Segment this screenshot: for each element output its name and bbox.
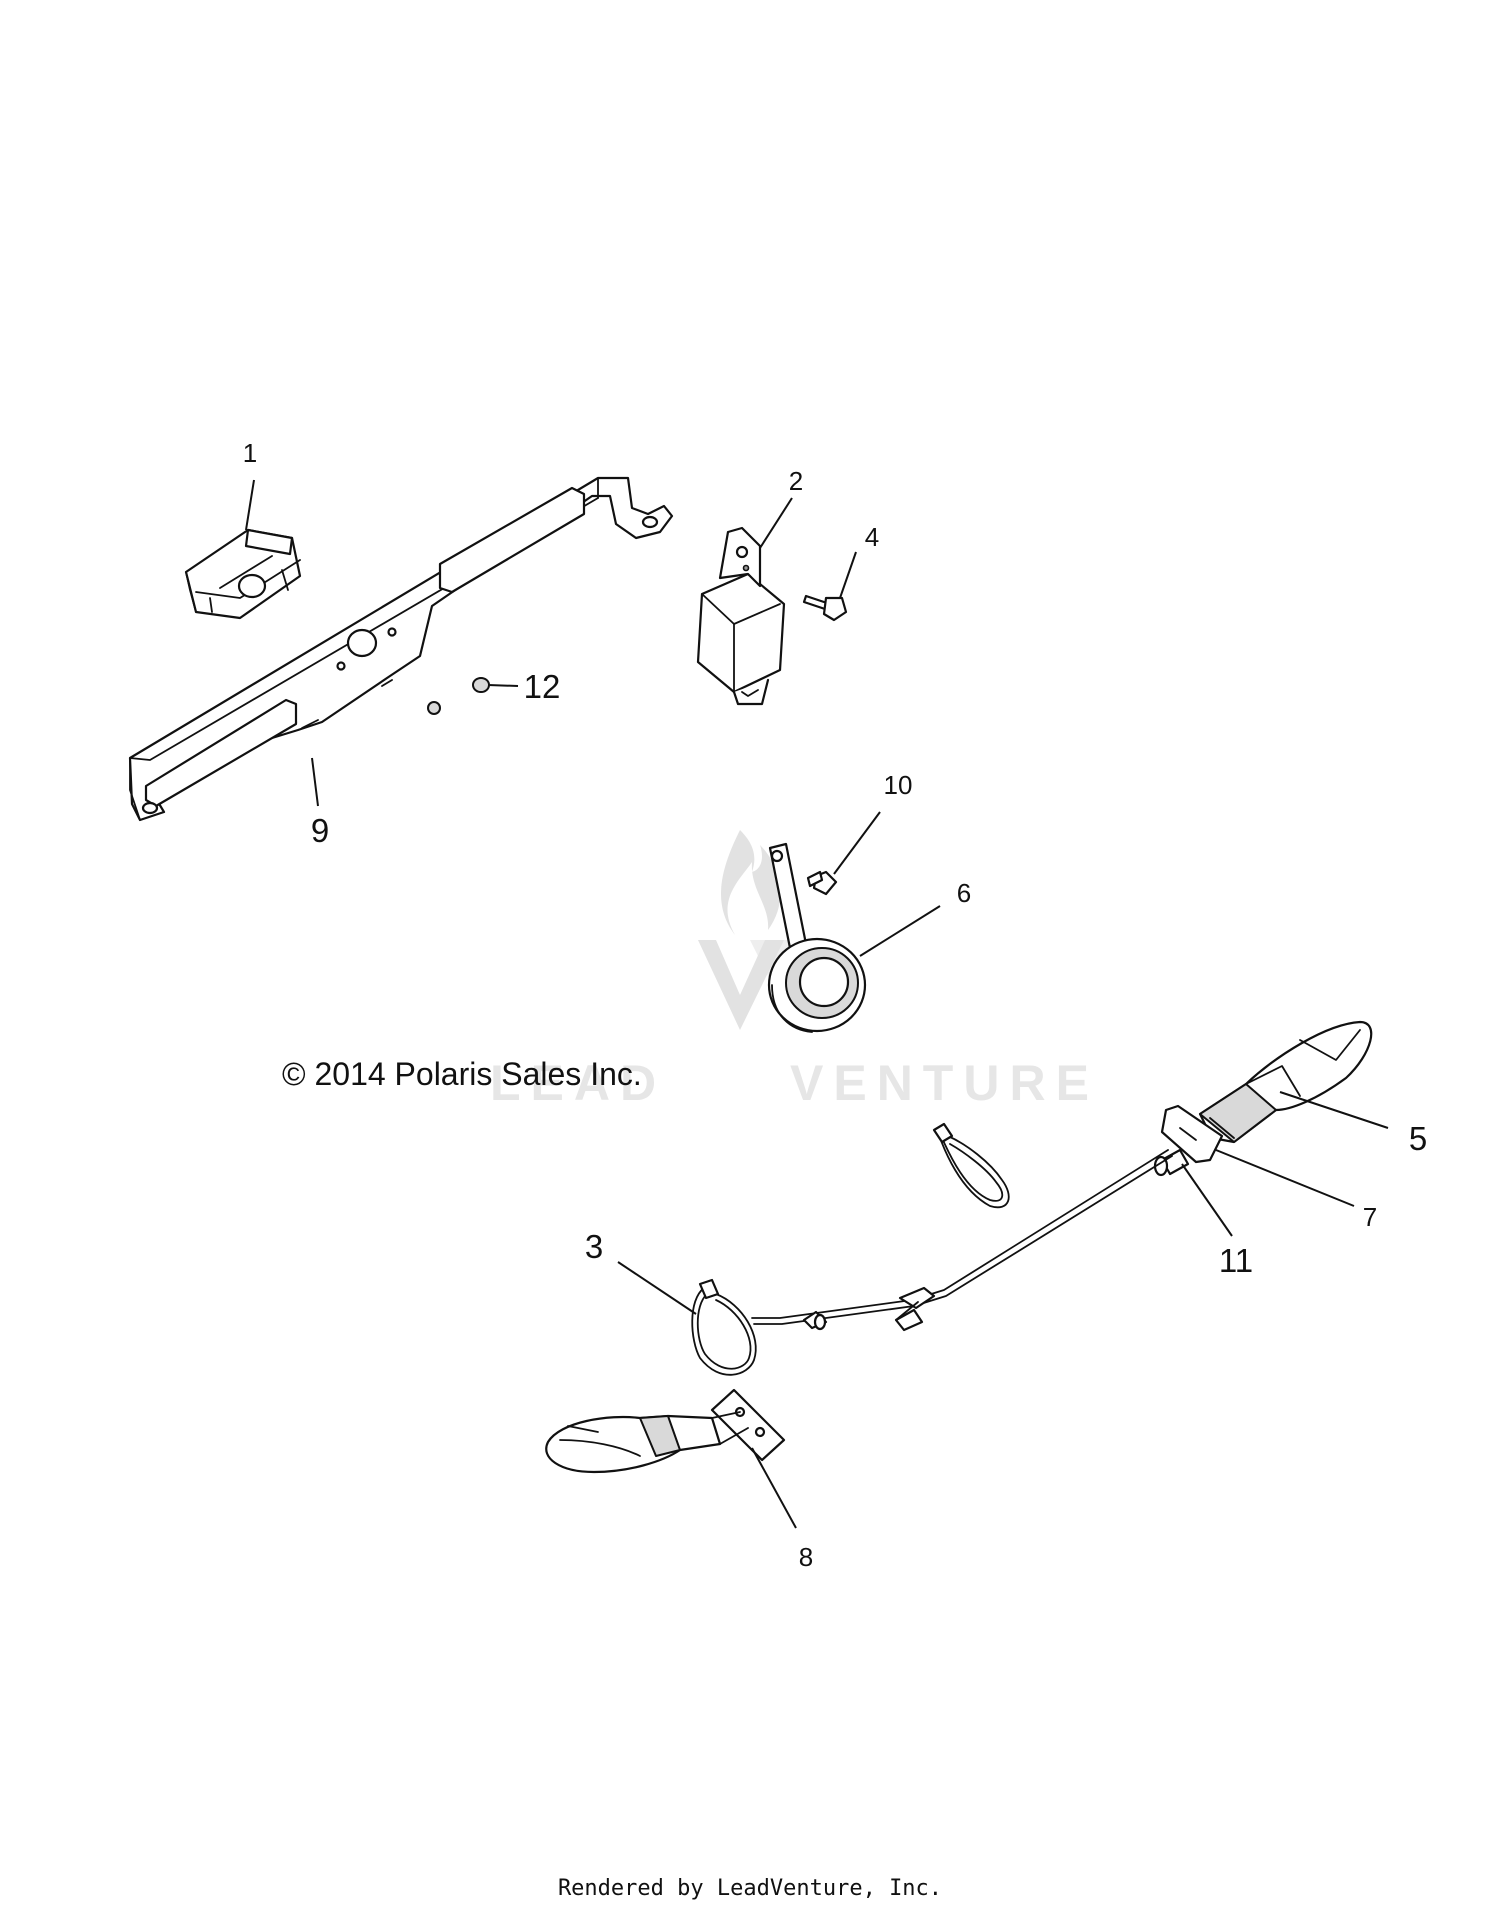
callout-11: 11: [1219, 1242, 1253, 1279]
callout-1: 1: [243, 438, 257, 468]
watermark-text-2: VENTURE: [790, 1055, 1099, 1111]
part-3-cable-tie: [691, 1278, 757, 1376]
part-12-nut: [427, 677, 490, 715]
part-6-horn: [767, 842, 867, 1033]
footer-credit: Rendered by LeadVenture, Inc.: [557, 1876, 943, 1901]
leader-11: [1181, 1163, 1233, 1237]
leader-12: [487, 684, 519, 687]
leader-8: [751, 1447, 797, 1529]
callout-7: 7: [1363, 1202, 1377, 1232]
leader-1: [245, 479, 255, 531]
wire-harness: [751, 1149, 1173, 1332]
part-9-bracket: [128, 476, 674, 822]
leader-5: [1279, 1091, 1389, 1129]
callout-4: 4: [865, 522, 879, 552]
callout-5: 5: [1409, 1120, 1427, 1157]
part-10-bolt: [806, 870, 838, 896]
leader-10: [833, 811, 881, 875]
callout-6: 6: [957, 878, 971, 908]
callout-3: 3: [585, 1228, 603, 1265]
part-1-connector: [184, 528, 302, 620]
part-4-screw: [802, 594, 848, 622]
part-8-mount-plate: [710, 1388, 786, 1462]
part-2-flasher: [696, 526, 786, 706]
callout-10: 10: [884, 770, 913, 800]
copyright-text: © 2014 Polaris Sales Inc.: [282, 1056, 642, 1092]
callout-9: 9: [311, 812, 329, 849]
leader-3: [617, 1261, 697, 1315]
callout-2: 2: [789, 466, 803, 496]
leader-4: [839, 551, 857, 599]
watermark-text: LEAD: [490, 1055, 666, 1111]
leader-7: [1215, 1149, 1355, 1207]
callout-12: 12: [524, 668, 561, 705]
callout-8: 8: [799, 1542, 813, 1572]
leader-9: [311, 757, 319, 807]
leader-2: [759, 497, 793, 549]
cable-tie-upper: [932, 1122, 1010, 1209]
lower-turn-signal: [545, 1411, 749, 1474]
part-7-mount-plate: [1160, 1104, 1224, 1164]
part-5-turn-signal: [1198, 1020, 1373, 1144]
leader-6: [859, 905, 941, 957]
